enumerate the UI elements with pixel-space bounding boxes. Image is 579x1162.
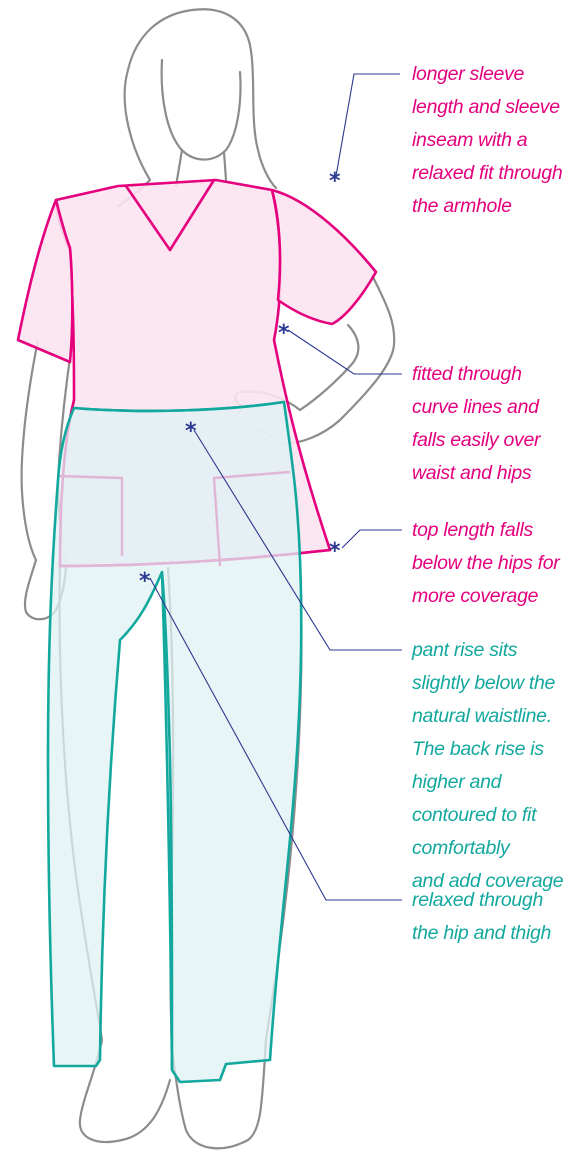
annotation-rise: pant rise sits slightly below the natura… [412, 634, 563, 898]
pants-body [48, 402, 301, 1082]
marker-crotch: * [139, 569, 151, 594]
annotation-top-length: top length falls below the hips for more… [412, 514, 559, 613]
marker-sleeve: * [329, 169, 341, 194]
leader-sleeve [336, 74, 400, 176]
face-outline [162, 60, 241, 160]
marker-fitted: * [278, 321, 290, 346]
annotation-sleeve: longer sleeve length and sleeve inseam w… [412, 58, 562, 223]
pants-outline [48, 402, 301, 1082]
left-sleeve [272, 190, 376, 324]
hair-outline [118, 9, 276, 206]
leader-top-length [342, 530, 402, 548]
marker-top-length: * [329, 539, 341, 564]
annotation-hip-thigh: relaxed through the hip and thigh [412, 884, 551, 950]
marker-waist: * [185, 419, 197, 444]
annotation-fitted: fitted through curve lines and falls eas… [412, 358, 540, 490]
